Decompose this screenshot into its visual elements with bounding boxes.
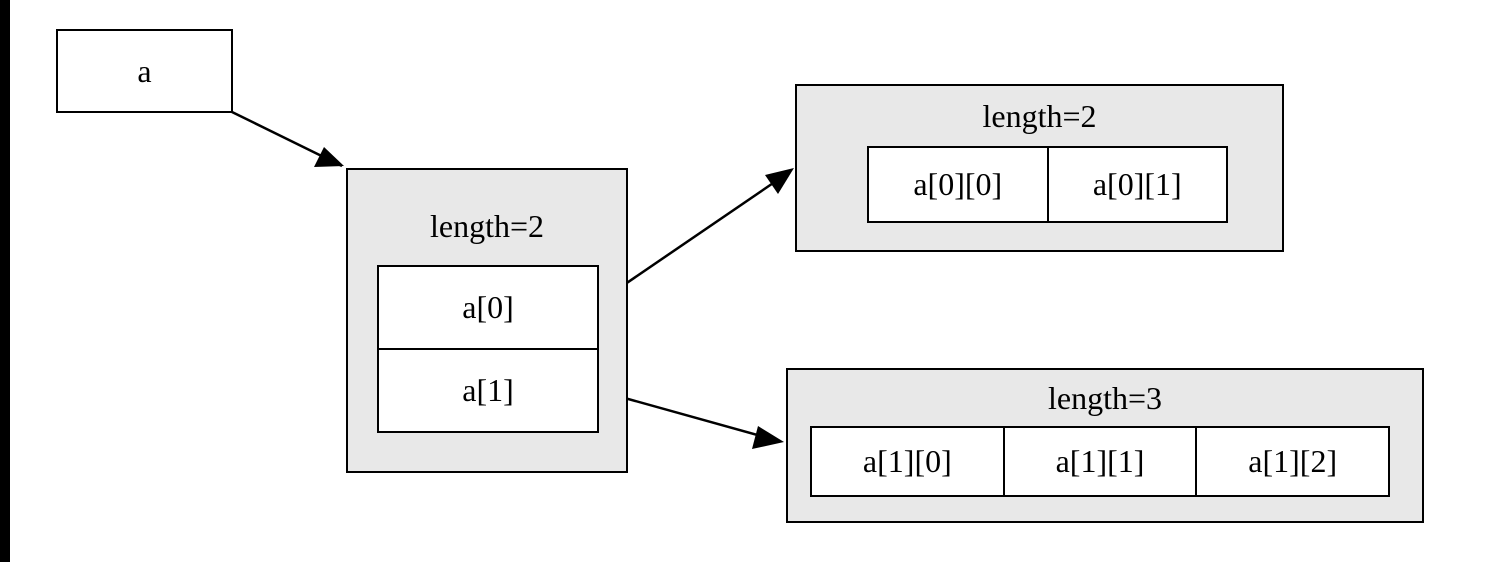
inner1-cell-11: a[1][1] [1002,428,1196,495]
outer-array-length-label: length=2 [429,208,545,244]
inner1-cell-10: a[1][0] [862,443,952,479]
outer-cell-a1: a[1] [379,348,597,431]
outer-cell-a0: a[0] [462,289,514,325]
variable-node-a: a [56,29,233,113]
inner-array-1-cells: a[1][0] a[1][1] a[1][2] [810,426,1390,497]
inner-array-1-length-label: length=3 [1047,380,1163,416]
arrowhead-a1-to-inner1 [752,426,784,449]
inner0-cell-01: a[0][1] [1046,148,1227,221]
outer-array-cluster: length=2 a[0] a[1] [346,168,628,473]
inner0-cell-00: a[0][0] [913,166,1003,202]
inner-array-1-cluster: length=3 a[1][0] a[1][1] a[1][2] [786,368,1424,523]
inner-array-0-length-label: length=2 [982,98,1097,134]
outer-array-cells: a[0] a[1] [377,265,599,433]
inner1-cell-12: a[1][2] [1195,428,1388,495]
inner-array-0-cells: a[0][0] a[0][1] [867,146,1228,223]
diagram-canvas: a length=2 a[0] a[1] length=2 a[0][0] a[… [10,0,1496,562]
arrowhead-a-to-outer [314,147,344,167]
variable-node-label: a [137,52,152,89]
inner-array-0-cluster: length=2 a[0][0] a[0][1] [795,84,1284,252]
arrowhead-a0-to-inner0 [765,168,794,194]
